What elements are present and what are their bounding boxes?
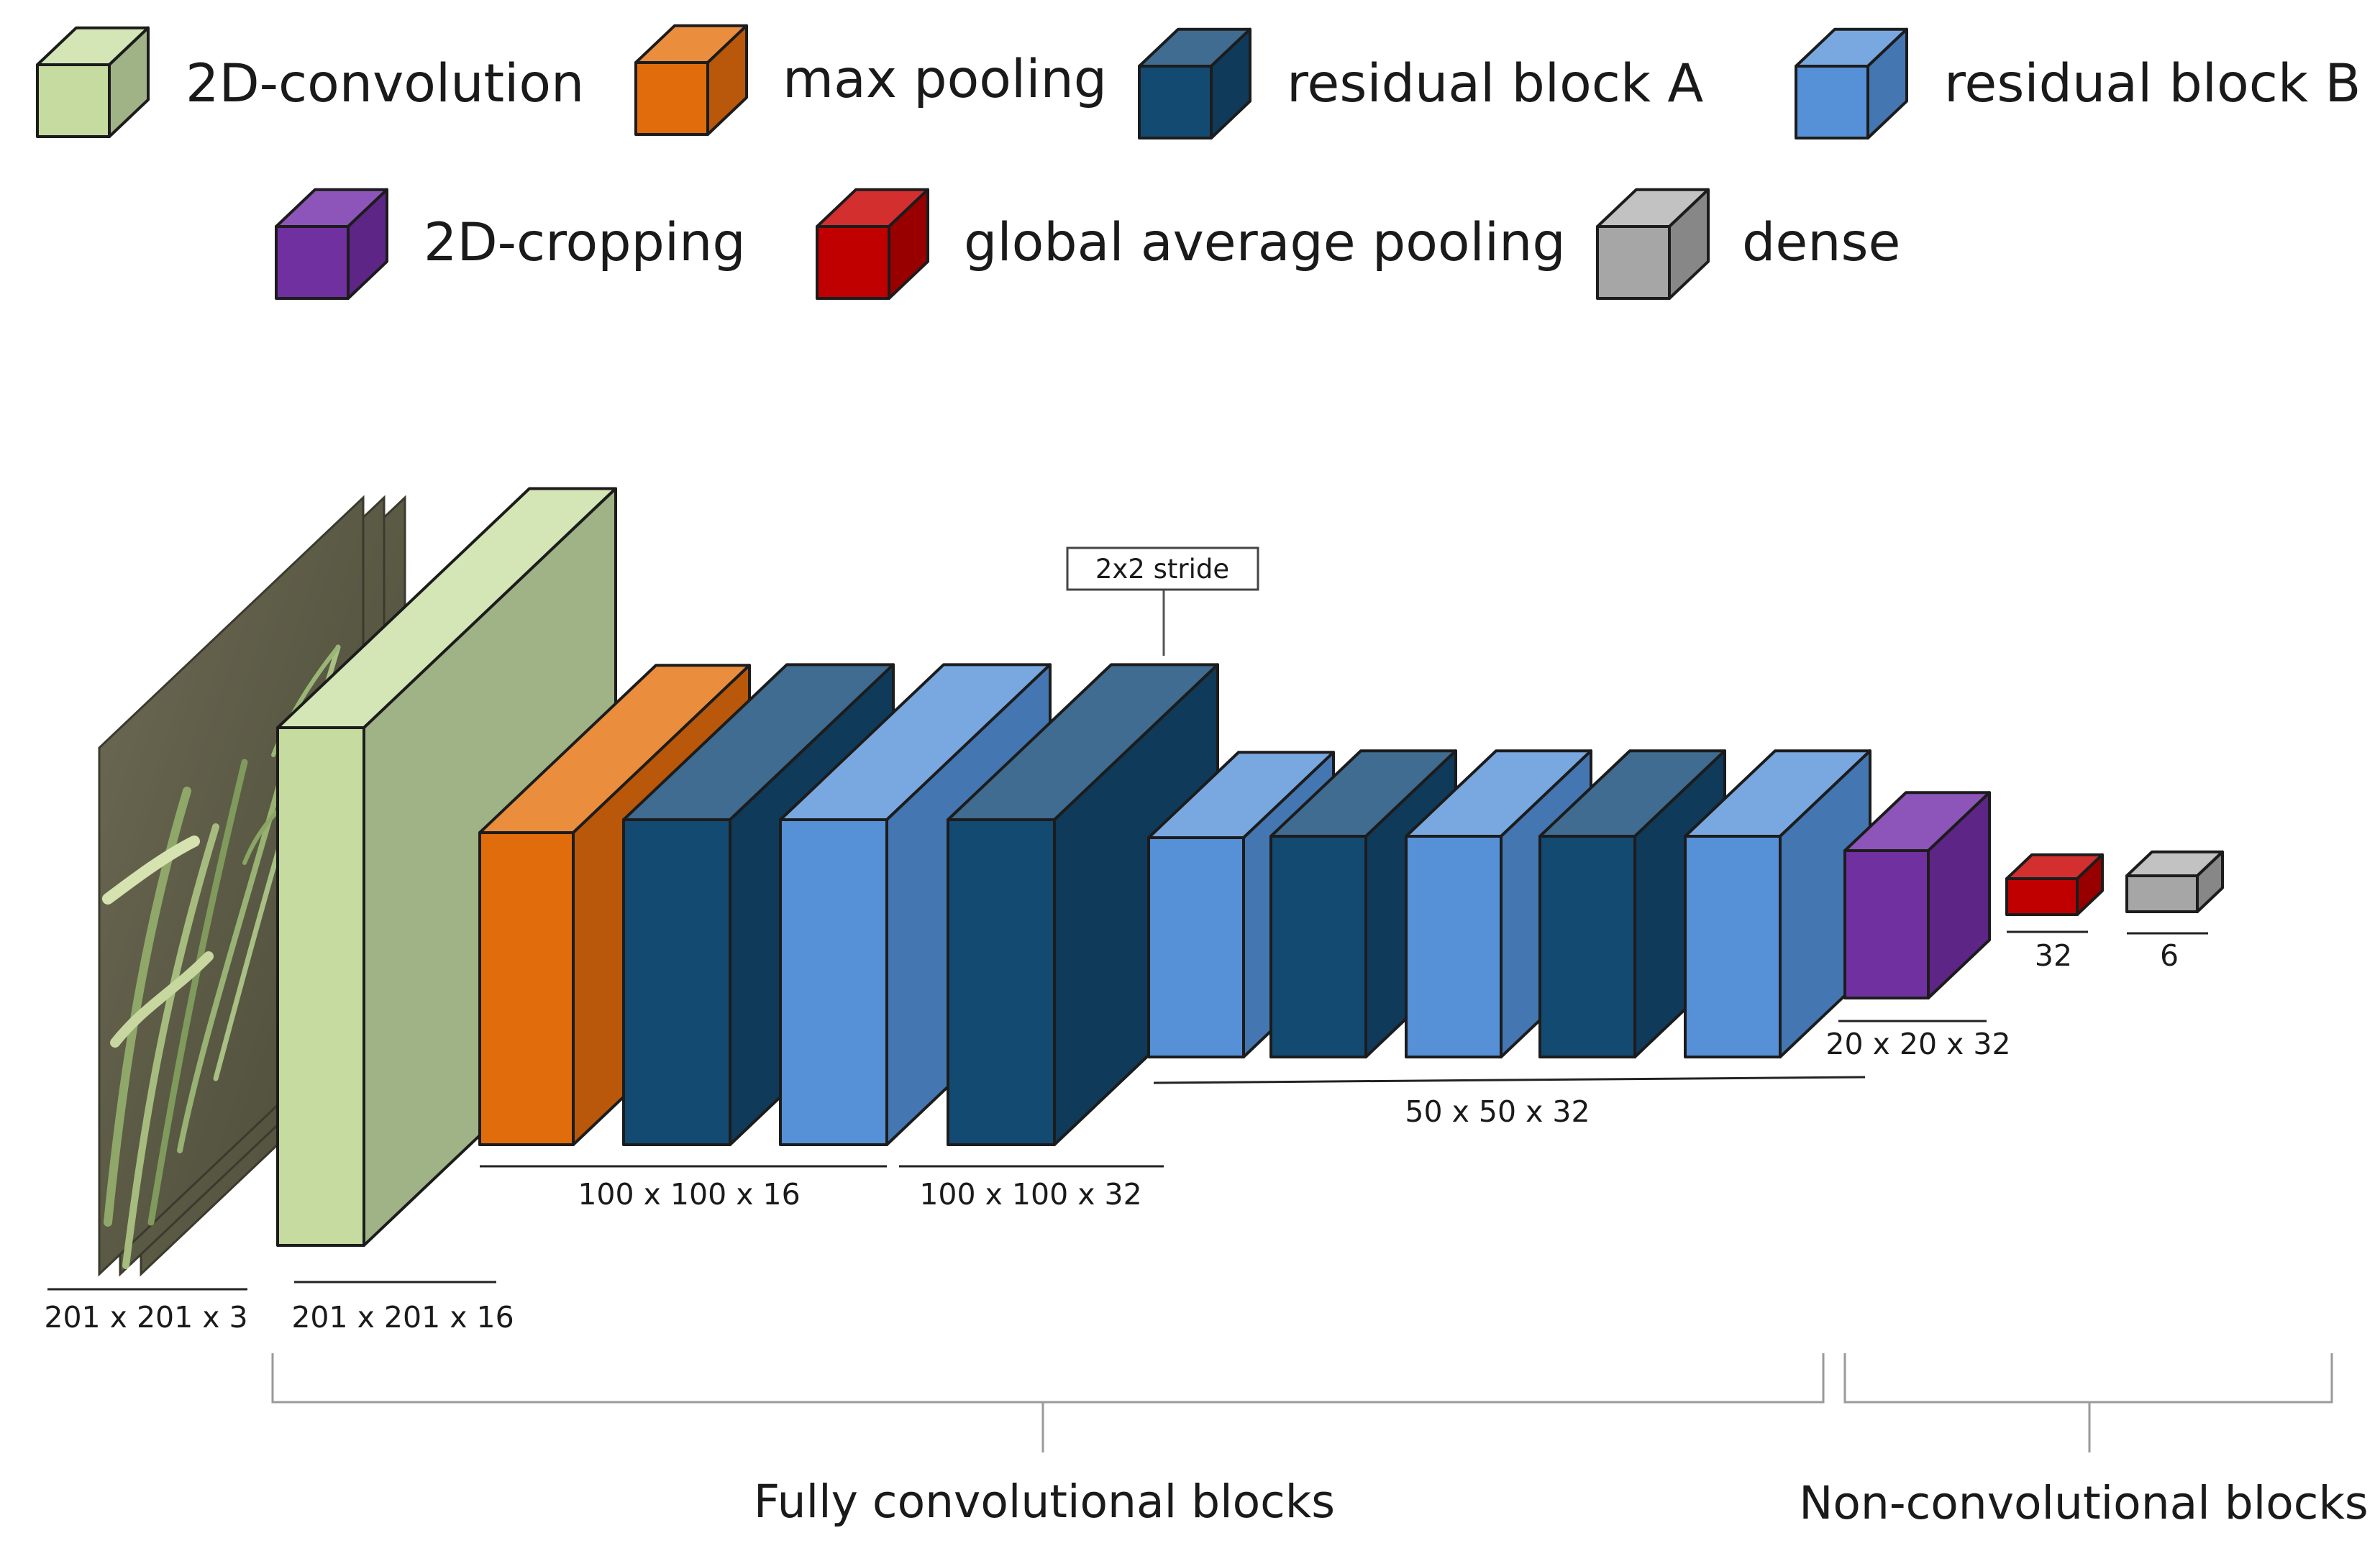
- group-brackets: [271, 1353, 2333, 1452]
- legend-label-residual-block-a: residual block A: [1287, 53, 1703, 114]
- legend-cube-residual-block-b-front-face: [1795, 65, 1869, 139]
- dim-label-stride-block: 100 x 100 x 32: [919, 1177, 1141, 1212]
- stride-box: [1066, 546, 1259, 591]
- legend-cube-max-pooling-front-face: [634, 61, 709, 136]
- dim-label-pool-resa: 100 x 100 x 16: [578, 1177, 800, 1212]
- dim-label-dense: 6: [2160, 938, 2179, 973]
- legend-cube-global-average-pooling-side-face: [888, 188, 929, 300]
- legend-cube-residual-block-a-side-face: [1210, 27, 1251, 139]
- block-global-average-pooling: [2005, 853, 2104, 916]
- legend-item-residual-block-a: residual block A: [1138, 27, 1703, 139]
- legend-cube-residual-block-b-side-face: [1866, 27, 1908, 139]
- block-dense-side-face: [2196, 850, 2224, 913]
- legend-cube-global-average-pooling-front-face: [816, 225, 890, 300]
- dim-underline-mid-stack: [1153, 1076, 1866, 1084]
- block-residual-a-stride-front-face: [947, 818, 1056, 1146]
- legend-cube-residual-block-a-front-face: [1138, 65, 1213, 139]
- legend-cube-2d-convolution-front-face: [36, 63, 111, 138]
- block-global-average-pooling-front-face: [2005, 877, 2079, 916]
- block-residual-a-2-front-face: [1269, 835, 1367, 1058]
- dim-label-gap: 32: [2035, 938, 2072, 973]
- block-residual-b-2-front-face: [1147, 836, 1245, 1058]
- legend-item-dense: dense: [1596, 188, 1900, 300]
- legend-cube-max-pooling-side-face: [706, 24, 748, 136]
- stride-label: 2x2 stride: [1095, 554, 1229, 585]
- legend-cube-dense: [1596, 188, 1710, 300]
- block-residual-b-3-front-face: [1405, 835, 1503, 1058]
- legend-item-residual-block-b: residual block B: [1795, 27, 2361, 139]
- legend-item-2d-convolution: 2D-convolution: [36, 26, 584, 138]
- legend-item-global-average-pooling: global average pooling: [816, 188, 1566, 300]
- dim-label-input: 201 x 201 x 3: [44, 1300, 247, 1335]
- block-residual-b-1-front-face: [779, 818, 888, 1146]
- block-max-pooling-front-face: [478, 831, 575, 1146]
- block-residual-b-4: [1684, 749, 1871, 1058]
- legend-cube-residual-block-b: [1795, 27, 1908, 139]
- block-global-average-pooling-side-face: [2076, 853, 2104, 916]
- bracket-non-convolutional: [1843, 1353, 2333, 1404]
- legend-label-max-pooling: max pooling: [783, 49, 1107, 110]
- legend-label-residual-block-b: residual block B: [1944, 53, 2361, 114]
- legend-cube-dense-side-face: [1668, 188, 1710, 300]
- legend-label-dense: dense: [1742, 212, 1900, 273]
- legend-label-global-average-pooling: global average pooling: [964, 212, 1566, 273]
- block-residual-a-3-front-face: [1538, 835, 1636, 1058]
- legend-cube-2d-cropping-side-face: [347, 188, 388, 300]
- dim-label-conv: 201 x 201 x 16: [291, 1300, 514, 1335]
- group-label-non-convolutional: Non-convolutional blocks: [1799, 1477, 2368, 1529]
- legend-item-max-pooling: max pooling: [634, 24, 1107, 136]
- legend-cube-2d-cropping-front-face: [275, 225, 350, 300]
- stride-annotation: 2x2 stride: [1066, 546, 1259, 656]
- legend-label-2d-cropping: 2D-cropping: [424, 212, 746, 273]
- legend-item-2d-cropping: 2D-cropping: [275, 188, 746, 300]
- dimension-annotations: [47, 930, 2208, 1291]
- block-residual-a-1-front-face: [622, 818, 731, 1146]
- bracket-fully-convolutional: [271, 1353, 1825, 1404]
- block-dense: [2125, 850, 2224, 913]
- block-2d-convolution-front-face: [276, 726, 365, 1247]
- legend-cube-global-average-pooling: [816, 188, 929, 300]
- legend-cube-2d-convolution: [36, 26, 150, 138]
- block-2d-cropping: [1843, 791, 1991, 999]
- block-2d-cropping-front-face: [1843, 849, 1930, 999]
- block-dense-front-face: [2125, 874, 2199, 913]
- network-blocks: [276, 487, 2224, 1247]
- block-2d-cropping-side-face: [1927, 791, 1991, 999]
- legend: 2D-convolution max pooling residual bloc…: [36, 24, 2361, 300]
- dim-label-crop: 20 x 20 x 32: [1825, 1027, 2010, 1061]
- dim-label-mid-stack: 50 x 50 x 32: [1405, 1094, 1590, 1129]
- legend-cube-dense-front-face: [1596, 225, 1671, 300]
- legend-cube-2d-cropping: [275, 188, 388, 300]
- dimension-labels: 201 x 201 x 3 201 x 201 x 16 100 x 100 x…: [44, 938, 2179, 1335]
- legend-cube-2d-convolution-side-face: [108, 26, 150, 138]
- group-label-fully-convolutional: Fully convolutional blocks: [754, 1475, 1335, 1528]
- legend-cube-max-pooling: [634, 24, 748, 136]
- legend-label-2d-convolution: 2D-convolution: [186, 53, 584, 114]
- block-residual-b-4-front-face: [1684, 835, 1782, 1058]
- legend-cube-residual-block-a: [1138, 27, 1251, 139]
